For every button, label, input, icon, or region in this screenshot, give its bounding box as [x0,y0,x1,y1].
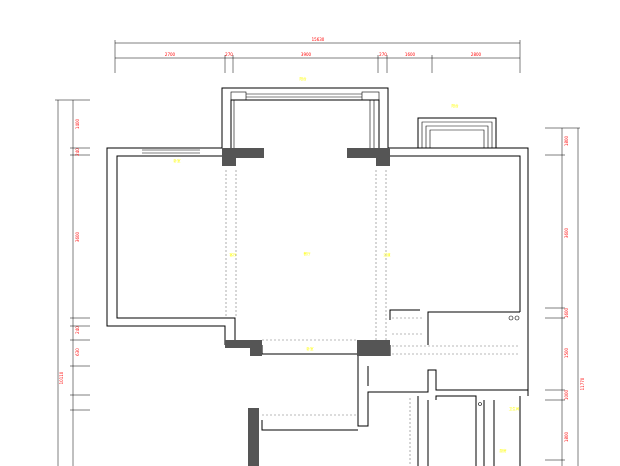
pier-mid-right [357,340,390,356]
top-dim-4: 270 [379,52,387,57]
left-dim-4: 240 [75,326,80,334]
room-tag-6: 过道 [384,252,392,257]
left-dim-5: 630 [75,348,80,356]
right-dim-5: 1000 [564,389,569,400]
pier-mid-left [225,340,262,356]
left-dim-1: 1400 [75,118,80,129]
fixture-circle-1 [508,315,514,321]
room-tag-3: 阳台 [452,103,460,108]
pier-top-left [222,148,264,166]
balcony-outer-wall [417,117,497,148]
right-room-inner-wall [390,155,521,312]
bath-right-wall [435,395,477,466]
room-tag-1: 卧室 [174,158,181,163]
top-dim-5: 1600 [405,52,416,57]
right-dim-4: 1500 [564,347,569,358]
walls [106,87,529,466]
room-tag-7: 卧室 [307,346,315,351]
room-tags: 卧室 阳台 阳台 客厅 餐厅 过道 卧室 卫生间 厨房 [174,76,520,453]
room-tag-8: 卫生间 [509,406,520,411]
left-room-outer-wall [106,147,226,345]
right-dim-1: 1800 [564,135,569,146]
top-overall-dim: 15630 [312,37,325,42]
fixture-circle-3 [478,402,482,406]
pier-top-right [347,148,390,166]
kitchen-wall [357,356,528,427]
piers [222,148,390,466]
left-room-inner-wall [116,155,236,345]
right-small-stub [389,309,420,320]
dimension-lines [55,40,580,466]
room-tag-5: 餐厅 [304,251,312,256]
top-dim-3: 3900 [301,52,312,57]
right-lower-room-wall [427,311,520,345]
room-tag-2: 阳台 [300,76,308,81]
left-overall-dim: 10110 [59,371,64,384]
right-dim-3: 1600 [564,307,569,318]
left-dim-2: 240 [75,148,80,156]
pier-bottom-left [248,408,259,466]
corridor-wall-bottom [261,420,358,431]
top-dim-2: 270 [225,52,233,57]
bay-inner-wall [230,99,380,160]
right-dim-2: 3600 [564,227,569,238]
bay-outer-wall [221,87,389,148]
room-tag-4: 客厅 [230,252,237,257]
bay-corner-left [230,91,247,101]
right-dim-6: 1800 [564,431,569,442]
fixture-circle-2 [514,315,520,321]
balcony-line-3 [429,129,485,148]
top-dim-1: 2700 [165,52,176,57]
balcony-line-1 [421,121,493,148]
top-dim-6: 2800 [471,52,482,57]
room-tag-9: 厨房 [500,448,508,453]
left-dim-3: 3600 [75,231,80,242]
dimension-labels: 15630 2700 270 3900 270 1600 2800 1400 2… [59,37,585,442]
hidden-lines [225,170,520,466]
balcony-line-2 [425,125,489,148]
right-room-outer-wall [388,147,529,396]
bay-corner-right [361,91,380,101]
right-overall-dim: 11770 [580,377,585,390]
